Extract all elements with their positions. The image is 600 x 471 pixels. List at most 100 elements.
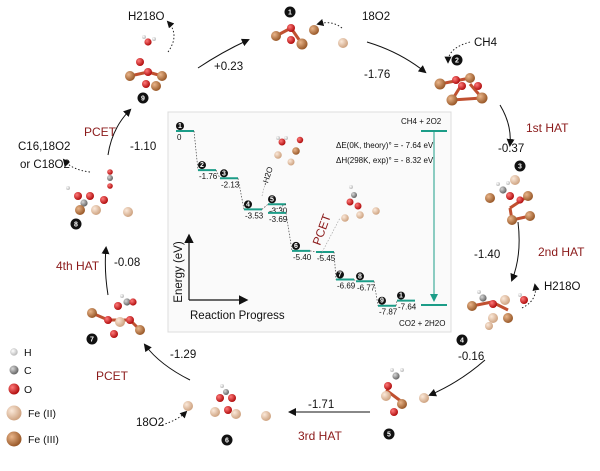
o2-bottom-label: 18O2 [136,417,164,429]
svg-text:5: 5 [387,432,391,439]
energy-6-7: -1.29 [170,349,196,361]
level-badge-4 [244,200,252,209]
delta-e-text: ΔE(0K, theory)° = - 7.64 eV [336,141,434,150]
svg-text:4: 4 [460,338,464,345]
svg-text:2: 2 [455,58,459,65]
legend-fe3-symbol [6,431,22,447]
level-connector-7 [353,279,357,282]
arrow-6-7 [143,343,191,381]
level-badge-1f [397,291,405,300]
energy-7-8: -0.08 [114,257,140,269]
level-badge-label-4: 4 [246,201,250,208]
level-connector-9 [395,300,398,306]
legend-fe2-symbol [6,405,22,421]
hat2-label: 2nd HAT [538,245,585,259]
o2-in-arrow-bottom [161,410,188,426]
h2o-out-arrow-right [521,283,540,309]
ch4-in-arrow [444,41,471,64]
svg-text:7: 7 [90,337,94,344]
h2o-right-label: H218O [544,281,580,293]
arrow-3-4 [510,221,520,282]
energy-4-5: -0.16 [458,351,484,363]
arrow-8-9 [107,108,132,156]
structure-1 [271,24,348,50]
svg-text:6: 6 [225,438,229,445]
h2o-out-arrow-top [166,20,175,53]
level-badge-label-8: 8 [358,273,362,280]
pcet-bottom-label: PCET [96,369,129,383]
energy-value-1f: -7.64 [398,303,417,312]
energy-2-3: -0.37 [498,143,524,155]
level-badge-label-1: 1 [178,123,182,130]
energy-value-4: -3.53 [245,211,264,220]
energy-value-5: -3.30 [269,206,288,215]
level-badge-label-3: 3 [222,170,226,177]
profile-molecule-pcet [341,185,380,222]
side-dotted-arrows [62,19,540,426]
level-badge-label-1f: 1 [399,293,403,300]
legend-o-symbol [8,383,20,395]
level-connector-3 [237,178,245,210]
legend-fe2-label: Fe (II) [28,408,56,420]
legend-h-label: H [24,347,32,359]
energy-levels: 0 1 -1.76 2 -2.13 3 -3.53 4 -3.30 5 -3.69 -5.40 6 -5.… [176,122,417,317]
pcet-connector [317,217,341,261]
energy-value-6: -5.40 [293,253,312,262]
pcet-left-label: PCET [84,125,117,139]
legend-fe3-label: Fe (III) [28,434,59,446]
legend: H C O Fe (II) Fe (III) [6,347,59,447]
level-badge-label-9: 9 [380,298,384,305]
energy-value-1: 0 [177,133,182,142]
structure-8 [66,169,133,217]
level-badge-label-6: 6 [294,243,298,250]
energy-profile-panel: Energy (eV) Reaction Progress 0 1 -1.76 2 -2… [167,111,452,333]
level-badge-9 [378,296,386,305]
structure-5 [381,368,429,416]
hat1-label: 1st HAT [526,121,569,135]
svg-text:8: 8 [74,222,78,229]
energy-value-5b: -3.69 [269,215,288,224]
level-badge-label-5: 5 [270,196,274,203]
hat3-label: 3rd HAT [298,429,342,443]
y-axis-label: Energy (eV) [173,241,185,303]
profile-molecule-h2o [274,136,304,166]
co2-label-1: C16,18O2 [18,141,70,153]
energy-9-1: +0.23 [214,61,243,73]
structure-2 [434,73,488,106]
energy-1-2: -1.76 [364,69,390,81]
level-badge-1 [176,122,184,130]
level-badge-8 [356,272,364,281]
energy-value-3: -2.13 [221,180,240,189]
level-connector-6 [309,250,317,253]
level-badge-label-2: 2 [200,162,204,169]
legend-c-label: C [24,365,32,377]
cycle-labels: 18O2 CH4 H218O H218O C16,18O2 or C18O2 1… [18,11,585,443]
energy-value-2: -1.76 [199,172,218,181]
svg-text:3: 3 [518,164,522,171]
energy-value-8: -6.77 [357,283,376,292]
o2-top-label: 18O2 [362,11,390,23]
energy-3-4: -1.40 [474,249,500,261]
energy-value-7: -6.69 [337,282,356,291]
level-badge-6 [292,241,300,250]
structure-7 [87,294,145,338]
cycle-arrows [101,38,520,416]
level-badge-label-7: 7 [338,272,342,279]
product-label: CO2 + 2H2O [399,319,445,328]
co2-label-2: or C18O2 [20,159,70,171]
legend-h-symbol [10,348,18,356]
energy-value-6b: -5.45 [317,254,336,263]
o2-in-arrow [316,19,343,29]
level-connector-1 [193,130,199,171]
level-badge-3 [220,169,228,178]
level-badge-7 [336,270,344,279]
arrow-4-5 [428,359,486,397]
energy-value-9: -7.87 [379,308,398,317]
arrow-1-2 [366,41,427,74]
structure-6 [183,384,271,421]
level-badge-2 [198,161,206,170]
level-connector-8 [373,281,379,306]
x-axis-label: Reaction Progress [190,310,285,322]
level-connector-5b [285,212,293,251]
